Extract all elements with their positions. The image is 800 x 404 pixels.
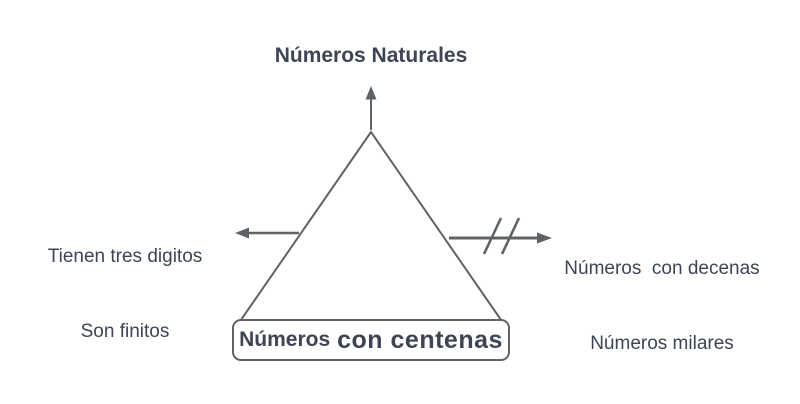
diagram-title: Números Naturales — [274, 44, 468, 67]
left-arrow-icon — [235, 227, 299, 239]
right-arrow-icon — [449, 232, 552, 244]
base-box-label-part1: Números — [239, 328, 331, 351]
triangle-shape — [233, 131, 509, 331]
up-arrow-icon — [365, 86, 377, 130]
base-box: Números con centenas — [232, 319, 510, 361]
base-box-label-part2: con centenas — [337, 325, 503, 354]
right-annotation-line2: Números milares — [590, 333, 734, 354]
right-annotation: Números con decenas Números milares — [548, 206, 776, 404]
right-annotation-line1: Números con decenas — [564, 258, 760, 279]
double-slash-icon — [482, 217, 521, 255]
left-annotation-line2: Son finitos — [80, 321, 170, 342]
left-annotation-line1: Tienen tres digitos — [47, 246, 203, 267]
left-annotation: Tienen tres digitos Son finitos — [21, 194, 229, 394]
